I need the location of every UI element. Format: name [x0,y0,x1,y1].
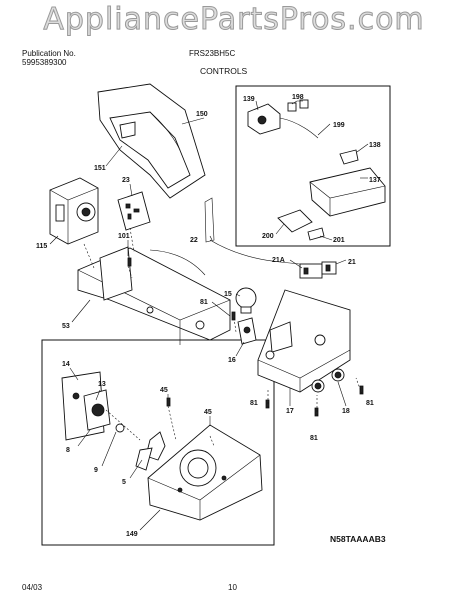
callout-21: 21 [348,259,356,266]
callout-13: 13 [98,381,106,388]
callout-labels: 150 151 139 198 199 138 137 200 201 23 2… [36,94,381,538]
upper-detail-parts [247,99,386,241]
callout-14: 14 [62,361,70,368]
callout-139: 139 [243,96,255,103]
callout-137: 137 [369,177,381,184]
diagram-code: N58TAAAAB3 [330,534,386,544]
callout-16: 16 [228,357,236,364]
callout-115: 115 [36,243,47,250]
main-housing [257,289,351,393]
switch-assembly [299,261,337,279]
publication-number: 5995389300 [22,58,67,67]
callout-138: 138 [369,142,381,149]
publication-label: Publication No. [22,49,76,58]
detail-box-upper [235,85,391,247]
callout-81-a: 81 [200,299,208,306]
callout-81-c: 81 [366,400,374,407]
callout-101: 101 [118,233,130,240]
callout-150: 150 [196,111,208,118]
leader-lines [49,100,369,531]
lower-detail-parts [61,371,263,521]
control-housing [77,246,231,345]
wire-harness [149,197,319,276]
callout-8: 8 [66,447,70,454]
callout-18: 18 [342,408,350,415]
air-duct-cover [97,83,206,199]
callout-81-d: 81 [310,435,318,442]
damper-control [49,177,99,245]
light-bulb [235,287,257,314]
callout-23: 23 [122,177,130,184]
callout-81-b: 81 [250,400,258,407]
callout-21a: 21A [272,257,285,264]
page-number: 10 [228,583,237,592]
model-number: FRS23BH5C [189,49,236,58]
detail-box-lower [41,339,275,546]
callout-149: 149 [126,531,138,538]
callout-198: 198 [292,94,304,101]
callout-5: 5 [122,479,126,486]
callout-151: 151 [94,165,106,172]
callout-45-b: 45 [204,409,212,416]
callout-199: 199 [333,122,345,129]
section-title: CONTROLS [200,66,248,76]
lamp-socket [237,317,257,345]
buttons [311,368,345,393]
callout-22: 22 [190,237,198,244]
callout-200: 200 [262,233,274,240]
callout-53: 53 [62,323,70,330]
callout-9: 9 [94,467,98,474]
watermark-logo: AppliancePartsPros.com [43,2,425,38]
assembly-lines [83,227,363,447]
control-board [117,191,151,231]
footer-date: 04/03 [22,583,43,592]
callout-15: 15 [224,291,232,298]
callout-45-a: 45 [160,387,168,394]
callout-201: 201 [333,237,345,244]
callout-17: 17 [286,408,294,415]
